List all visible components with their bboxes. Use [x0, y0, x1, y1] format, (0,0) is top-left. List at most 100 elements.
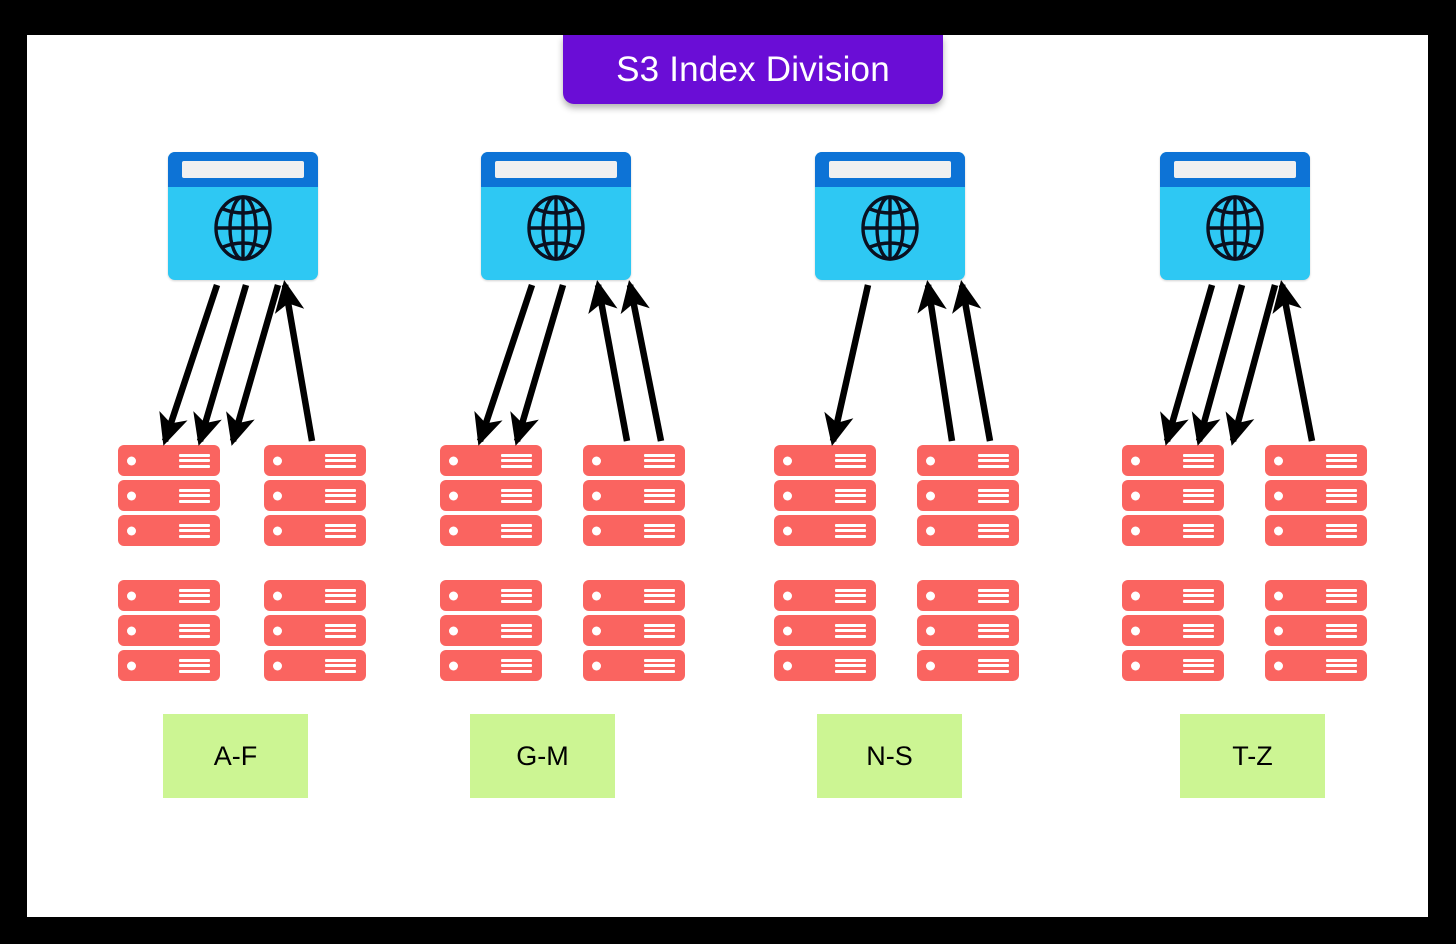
server-status-dot [926, 456, 935, 465]
server-vent-lines [325, 453, 356, 468]
server-stack-col-3-left-bottom[interactable] [774, 580, 876, 685]
server-unit[interactable] [583, 615, 685, 646]
server-unit[interactable] [264, 650, 366, 681]
server-unit[interactable] [118, 650, 220, 681]
server-unit[interactable] [583, 650, 685, 681]
server-unit[interactable] [1265, 515, 1367, 546]
server-unit[interactable] [440, 515, 542, 546]
server-unit[interactable] [264, 615, 366, 646]
browser-node-col-2[interactable] [481, 152, 631, 280]
server-stack-col-4-right-top[interactable] [1265, 445, 1367, 550]
arrow-up-c4-a [1272, 280, 1316, 442]
server-unit[interactable] [440, 650, 542, 681]
server-unit[interactable] [917, 515, 1019, 546]
server-unit[interactable] [583, 480, 685, 511]
server-unit[interactable] [917, 615, 1019, 646]
server-unit[interactable] [1122, 445, 1224, 476]
server-unit[interactable] [118, 515, 220, 546]
server-status-dot [926, 491, 935, 500]
server-stack-col-3-right-top[interactable] [917, 445, 1019, 550]
server-unit[interactable] [264, 515, 366, 546]
server-unit[interactable] [118, 480, 220, 511]
server-unit[interactable] [583, 445, 685, 476]
server-vent-lines [501, 453, 532, 468]
server-stack-col-4-left-bottom[interactable] [1122, 580, 1224, 685]
server-stack-col-3-right-bottom[interactable] [917, 580, 1019, 685]
server-unit[interactable] [118, 580, 220, 611]
server-unit[interactable] [583, 515, 685, 546]
server-vent-lines [644, 523, 675, 538]
server-vent-lines [179, 623, 210, 638]
server-status-dot [1131, 526, 1140, 535]
range-label-col-1: A-F [163, 714, 308, 798]
server-stack-col-1-left-bottom[interactable] [118, 580, 220, 685]
server-unit[interactable] [774, 515, 876, 546]
server-vent-lines [1183, 658, 1214, 673]
server-status-dot [1274, 626, 1283, 635]
browser-node-col-3[interactable] [815, 152, 965, 280]
server-unit[interactable] [1265, 580, 1367, 611]
server-unit[interactable] [1122, 615, 1224, 646]
server-unit[interactable] [1265, 650, 1367, 681]
server-status-dot [926, 591, 935, 600]
server-unit[interactable] [118, 615, 220, 646]
server-unit[interactable] [774, 650, 876, 681]
server-unit[interactable] [917, 650, 1019, 681]
server-unit[interactable] [440, 480, 542, 511]
server-unit[interactable] [583, 580, 685, 611]
server-status-dot [449, 591, 458, 600]
server-unit[interactable] [1122, 580, 1224, 611]
server-status-dot [1131, 661, 1140, 670]
server-vent-lines [1326, 453, 1357, 468]
server-unit[interactable] [440, 445, 542, 476]
arrow-up-c3-a [917, 279, 956, 442]
server-vent-lines [978, 658, 1009, 673]
server-stack-col-2-right-top[interactable] [583, 445, 685, 550]
server-stack-col-4-right-bottom[interactable] [1265, 580, 1367, 685]
server-unit[interactable] [1265, 445, 1367, 476]
server-unit[interactable] [1265, 480, 1367, 511]
server-stack-col-2-right-bottom[interactable] [583, 580, 685, 685]
server-unit[interactable] [774, 445, 876, 476]
browser-node-col-1[interactable] [168, 152, 318, 280]
server-vent-lines [1183, 488, 1214, 503]
server-unit[interactable] [118, 445, 220, 476]
server-stack-col-2-left-top[interactable] [440, 445, 542, 550]
server-vent-lines [1326, 658, 1357, 673]
server-status-dot [783, 661, 792, 670]
server-stack-col-1-right-bottom[interactable] [264, 580, 366, 685]
server-vent-lines [1326, 588, 1357, 603]
server-unit[interactable] [917, 580, 1019, 611]
server-status-dot [127, 491, 136, 500]
server-stack-col-1-left-top[interactable] [118, 445, 220, 550]
server-status-dot [926, 626, 935, 635]
server-unit[interactable] [264, 445, 366, 476]
server-unit[interactable] [774, 615, 876, 646]
server-vent-lines [644, 623, 675, 638]
server-status-dot [783, 456, 792, 465]
server-stack-col-4-left-top[interactable] [1122, 445, 1224, 550]
browser-node-col-4[interactable] [1160, 152, 1310, 280]
server-stack-col-1-right-top[interactable] [264, 445, 366, 550]
server-unit[interactable] [774, 480, 876, 511]
server-stack-col-3-left-top[interactable] [774, 445, 876, 550]
server-stack-col-2-left-bottom[interactable] [440, 580, 542, 685]
server-unit[interactable] [440, 615, 542, 646]
server-unit[interactable] [1122, 650, 1224, 681]
server-unit[interactable] [264, 480, 366, 511]
server-unit[interactable] [440, 580, 542, 611]
server-unit[interactable] [1122, 515, 1224, 546]
server-vent-lines [644, 453, 675, 468]
server-vent-lines [325, 623, 356, 638]
server-status-dot [592, 626, 601, 635]
server-unit[interactable] [1122, 480, 1224, 511]
browser-address-bar [495, 161, 617, 178]
server-status-dot [449, 661, 458, 670]
server-unit[interactable] [264, 580, 366, 611]
server-unit[interactable] [917, 445, 1019, 476]
server-unit[interactable] [774, 580, 876, 611]
server-unit[interactable] [917, 480, 1019, 511]
server-status-dot [592, 456, 601, 465]
server-unit[interactable] [1265, 615, 1367, 646]
server-status-dot [273, 456, 282, 465]
